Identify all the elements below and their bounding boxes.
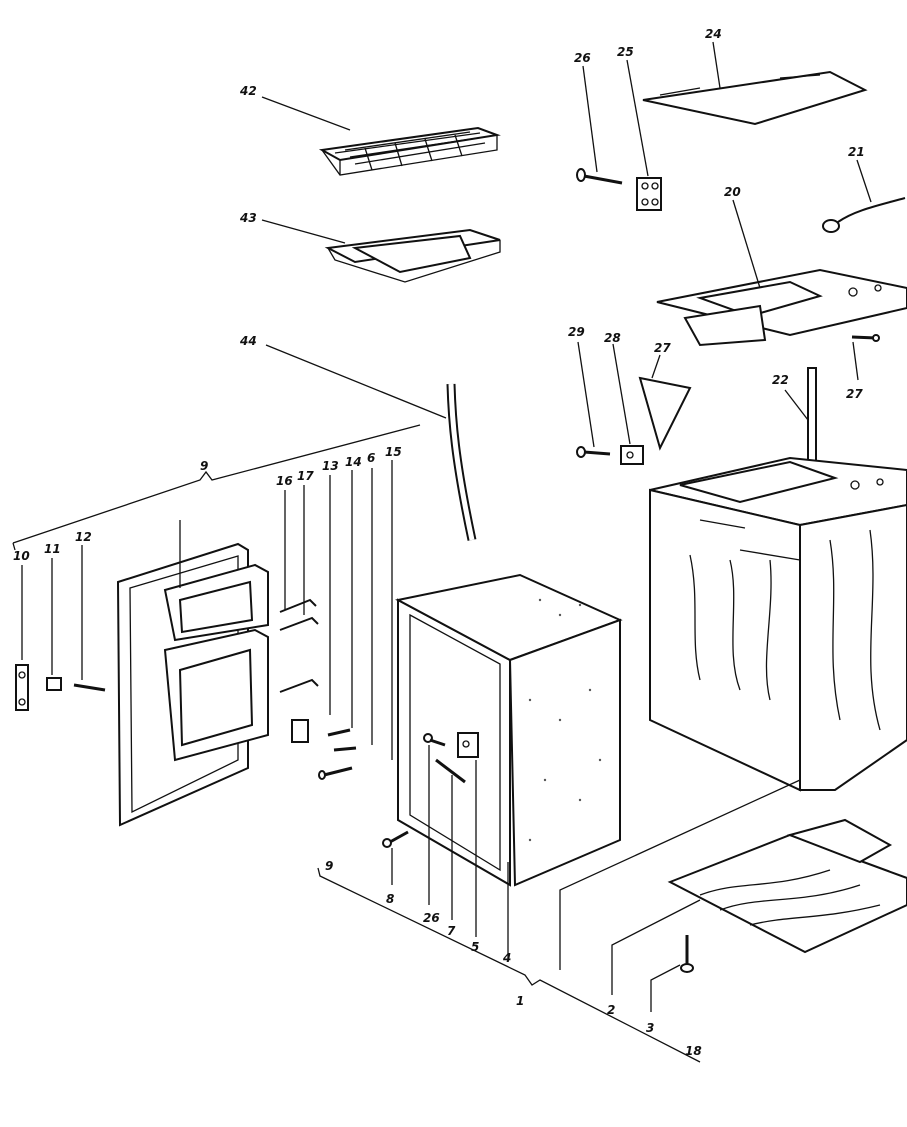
label-13: 13 [322,459,339,473]
part-14-screw [327,728,351,737]
part-7-screw [435,758,466,784]
part-9-door [116,542,269,827]
label-9-lower: 9 [325,859,333,873]
label-7: 7 [447,924,456,938]
label-28: 28 [604,331,621,345]
label-10: 10 [13,549,30,563]
label-15: 15 [385,445,402,459]
label-24: 24 [705,27,722,41]
label-26-top: 26 [574,51,591,65]
part-23-screw [851,334,880,342]
label-6: 6 [367,451,375,465]
label-29: 29 [568,325,585,339]
label-12: 12 [75,530,92,544]
part-15-screw [318,766,353,780]
part-10-hinge [15,664,29,711]
part-11-pin [46,677,62,691]
label-11: 11 [44,542,61,556]
part-5-bracket [457,732,479,758]
part-29-screw [576,446,611,458]
part-20-top-panel [656,268,907,347]
label-23: 27 [846,387,863,401]
part-17-wire [279,616,319,693]
cabinet-frame [649,456,907,792]
part-44-drain-tube [446,383,477,541]
label-14: 14 [345,455,362,469]
label-20: 20 [724,185,741,199]
label-8: 8 [386,892,394,906]
label-44: 44 [239,334,257,348]
label-25: 25 [617,45,634,59]
part-26-screw [576,168,623,185]
part-16-wire [279,598,317,613]
label-21: 21 [848,145,865,159]
part-13-latch [291,719,309,743]
part-24-lid [642,70,868,126]
part-42-wire-rack [318,126,501,176]
label-17: 17 [297,469,314,483]
part-4-liner-box [395,573,623,887]
label-9-door-group: 9 [200,459,208,473]
label-5: 5 [471,940,479,954]
part-26-screw-lower [423,733,446,747]
speckle-texture [528,598,602,842]
label-2: 2 [607,1003,615,1017]
label-26-lower: 26 [423,911,440,925]
part-43-drip-tray [324,228,501,283]
part-2-bottom-panel [667,818,907,954]
part-22-rod [807,367,817,465]
part-6-screw [333,746,357,752]
part-25-hinge [636,177,662,211]
label-3: 3 [646,1021,654,1035]
label-16: 16 [276,474,293,488]
part-27-triangle-bracket [638,376,692,451]
label-18: 18 [685,1044,702,1058]
part-8-screw [382,830,409,848]
label-42: 42 [239,84,257,98]
part-28-bracket [620,445,644,465]
part-21-cable [822,197,906,233]
label-43: 43 [239,211,257,225]
label-27: 27 [654,341,671,355]
part-12-rod [73,683,106,692]
label-1: 1 [516,994,524,1008]
part-3-screw [680,935,694,973]
label-4: 4 [502,951,511,965]
label-22: 22 [772,373,789,387]
